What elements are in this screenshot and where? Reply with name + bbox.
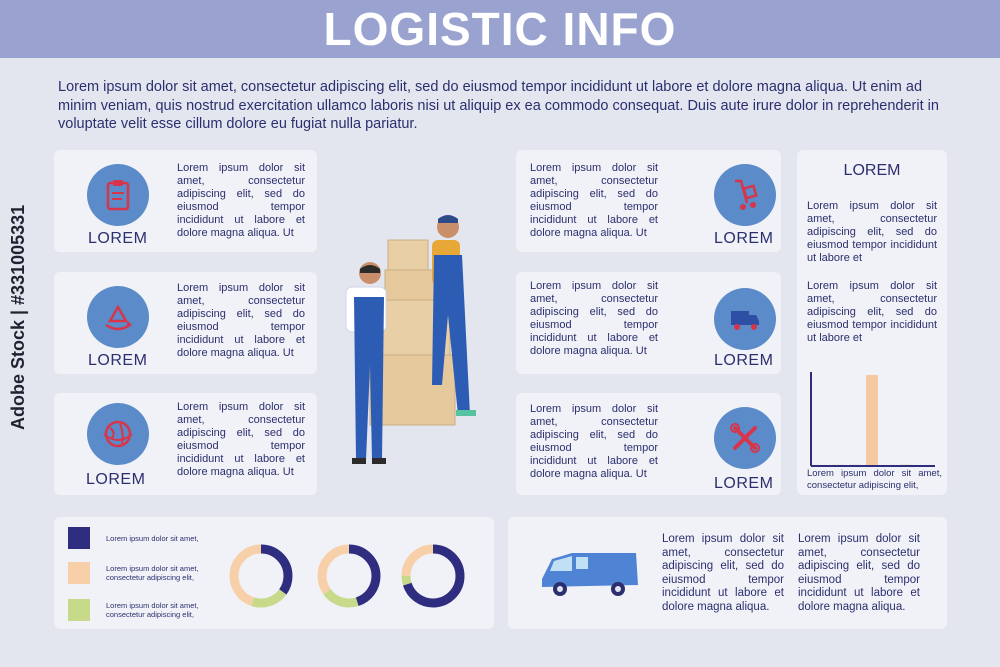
- donut-chart-1: [229, 544, 293, 608]
- donut-chart-2: [317, 544, 381, 608]
- side-panel: LOREM Lorem ipsum dolor sit amet, consec…: [797, 150, 947, 495]
- legend-text: Lorem ipsum dolor sit amet, consectetur …: [106, 601, 199, 619]
- card-label: LOREM: [714, 352, 774, 369]
- card-label: LOREM: [86, 471, 146, 488]
- side-panel-text-1: Lorem ipsum dolor sit amet, consectetur …: [807, 200, 937, 264]
- van-card: Lorem ipsum dolor sit amet, consectetur …: [508, 517, 947, 629]
- right-card-2: Lorem ipsum dolor sit amet, consectetur …: [516, 272, 781, 374]
- chart-bar: [866, 375, 878, 465]
- right-card-3: Lorem ipsum dolor sit amet, consectetur …: [516, 393, 781, 495]
- card-text: Lorem ipsum dolor sit amet, consectetur …: [177, 401, 305, 478]
- card-text: Lorem ipsum dolor sit amet, consectetur …: [177, 162, 305, 239]
- donut-chart-3: [401, 544, 465, 608]
- legend-item: Lorem ipsum dolor sit amet, consectetur …: [68, 562, 216, 584]
- globe-icon: [87, 403, 149, 465]
- van-card-text-1: Lorem ipsum dolor sit amet, consectetur …: [662, 533, 784, 613]
- card-text: Lorem ipsum dolor sit amet, consectetur …: [177, 282, 305, 359]
- donut-segment: [401, 544, 465, 608]
- workers-illustration: [345, 215, 476, 464]
- clipboard-icon: [87, 164, 149, 226]
- card-label: LOREM: [714, 475, 774, 492]
- legend-item: Lorem ipsum dolor sit amet,: [68, 527, 216, 549]
- bar-chart: [810, 372, 935, 467]
- right-card-1: Lorem ipsum dolor sit amet, consectetur …: [516, 150, 781, 252]
- recycle-icon: [87, 286, 149, 348]
- header-banner: LOGISTIC INFO: [0, 0, 1000, 58]
- donut-panel: Lorem ipsum dolor sit amet, Lorem ipsum …: [54, 517, 494, 629]
- donut-segment: [317, 544, 381, 608]
- stock-watermark: Adobe Stock | #331005331: [8, 204, 28, 430]
- side-panel-title: LOREM: [843, 162, 901, 179]
- left-card-1: LOREM Lorem ipsum dolor sit amet, consec…: [54, 150, 317, 252]
- donut-segment: [229, 544, 293, 608]
- card-label: LOREM: [88, 352, 148, 369]
- legend-text: Lorem ipsum dolor sit amet,: [106, 533, 199, 543]
- card-text: Lorem ipsum dolor sit amet, consectetur …: [530, 162, 658, 239]
- legend-item: Lorem ipsum dolor sit amet, consectetur …: [68, 599, 216, 621]
- chart-caption: Lorem ipsum dolor sit amet, consectetur …: [807, 468, 942, 491]
- wrench-icon: [714, 407, 776, 469]
- hand-truck-icon: [714, 164, 776, 226]
- donut-segment: [317, 544, 381, 608]
- van-card-text-2: Lorem ipsum dolor sit amet, consectetur …: [798, 533, 920, 613]
- left-card-3: LOREM Lorem ipsum dolor sit amet, consec…: [54, 393, 317, 495]
- legend-swatch: [68, 599, 90, 621]
- card-label: LOREM: [714, 230, 774, 247]
- legend-swatch: [68, 562, 90, 584]
- page-title: LOGISTIC INFO: [323, 3, 677, 55]
- legend-swatch: [68, 527, 90, 549]
- donut-segment: [229, 544, 293, 608]
- card-text: Lorem ipsum dolor sit amet, consectetur …: [530, 403, 658, 480]
- intro-paragraph: Lorem ipsum dolor sit amet, consectetur …: [58, 79, 939, 132]
- left-card-2: LOREM Lorem ipsum dolor sit amet, consec…: [54, 272, 317, 374]
- delivery-truck-icon: [714, 288, 776, 350]
- card-text: Lorem ipsum dolor sit amet, consectetur …: [530, 280, 658, 357]
- side-panel-text-2: Lorem ipsum dolor sit amet, consectetur …: [807, 280, 937, 344]
- card-label: LOREM: [88, 230, 148, 247]
- van-illustration: [542, 553, 638, 596]
- donut-segment: [401, 544, 465, 608]
- legend-text: Lorem ipsum dolor sit amet, consectetur …: [106, 564, 199, 582]
